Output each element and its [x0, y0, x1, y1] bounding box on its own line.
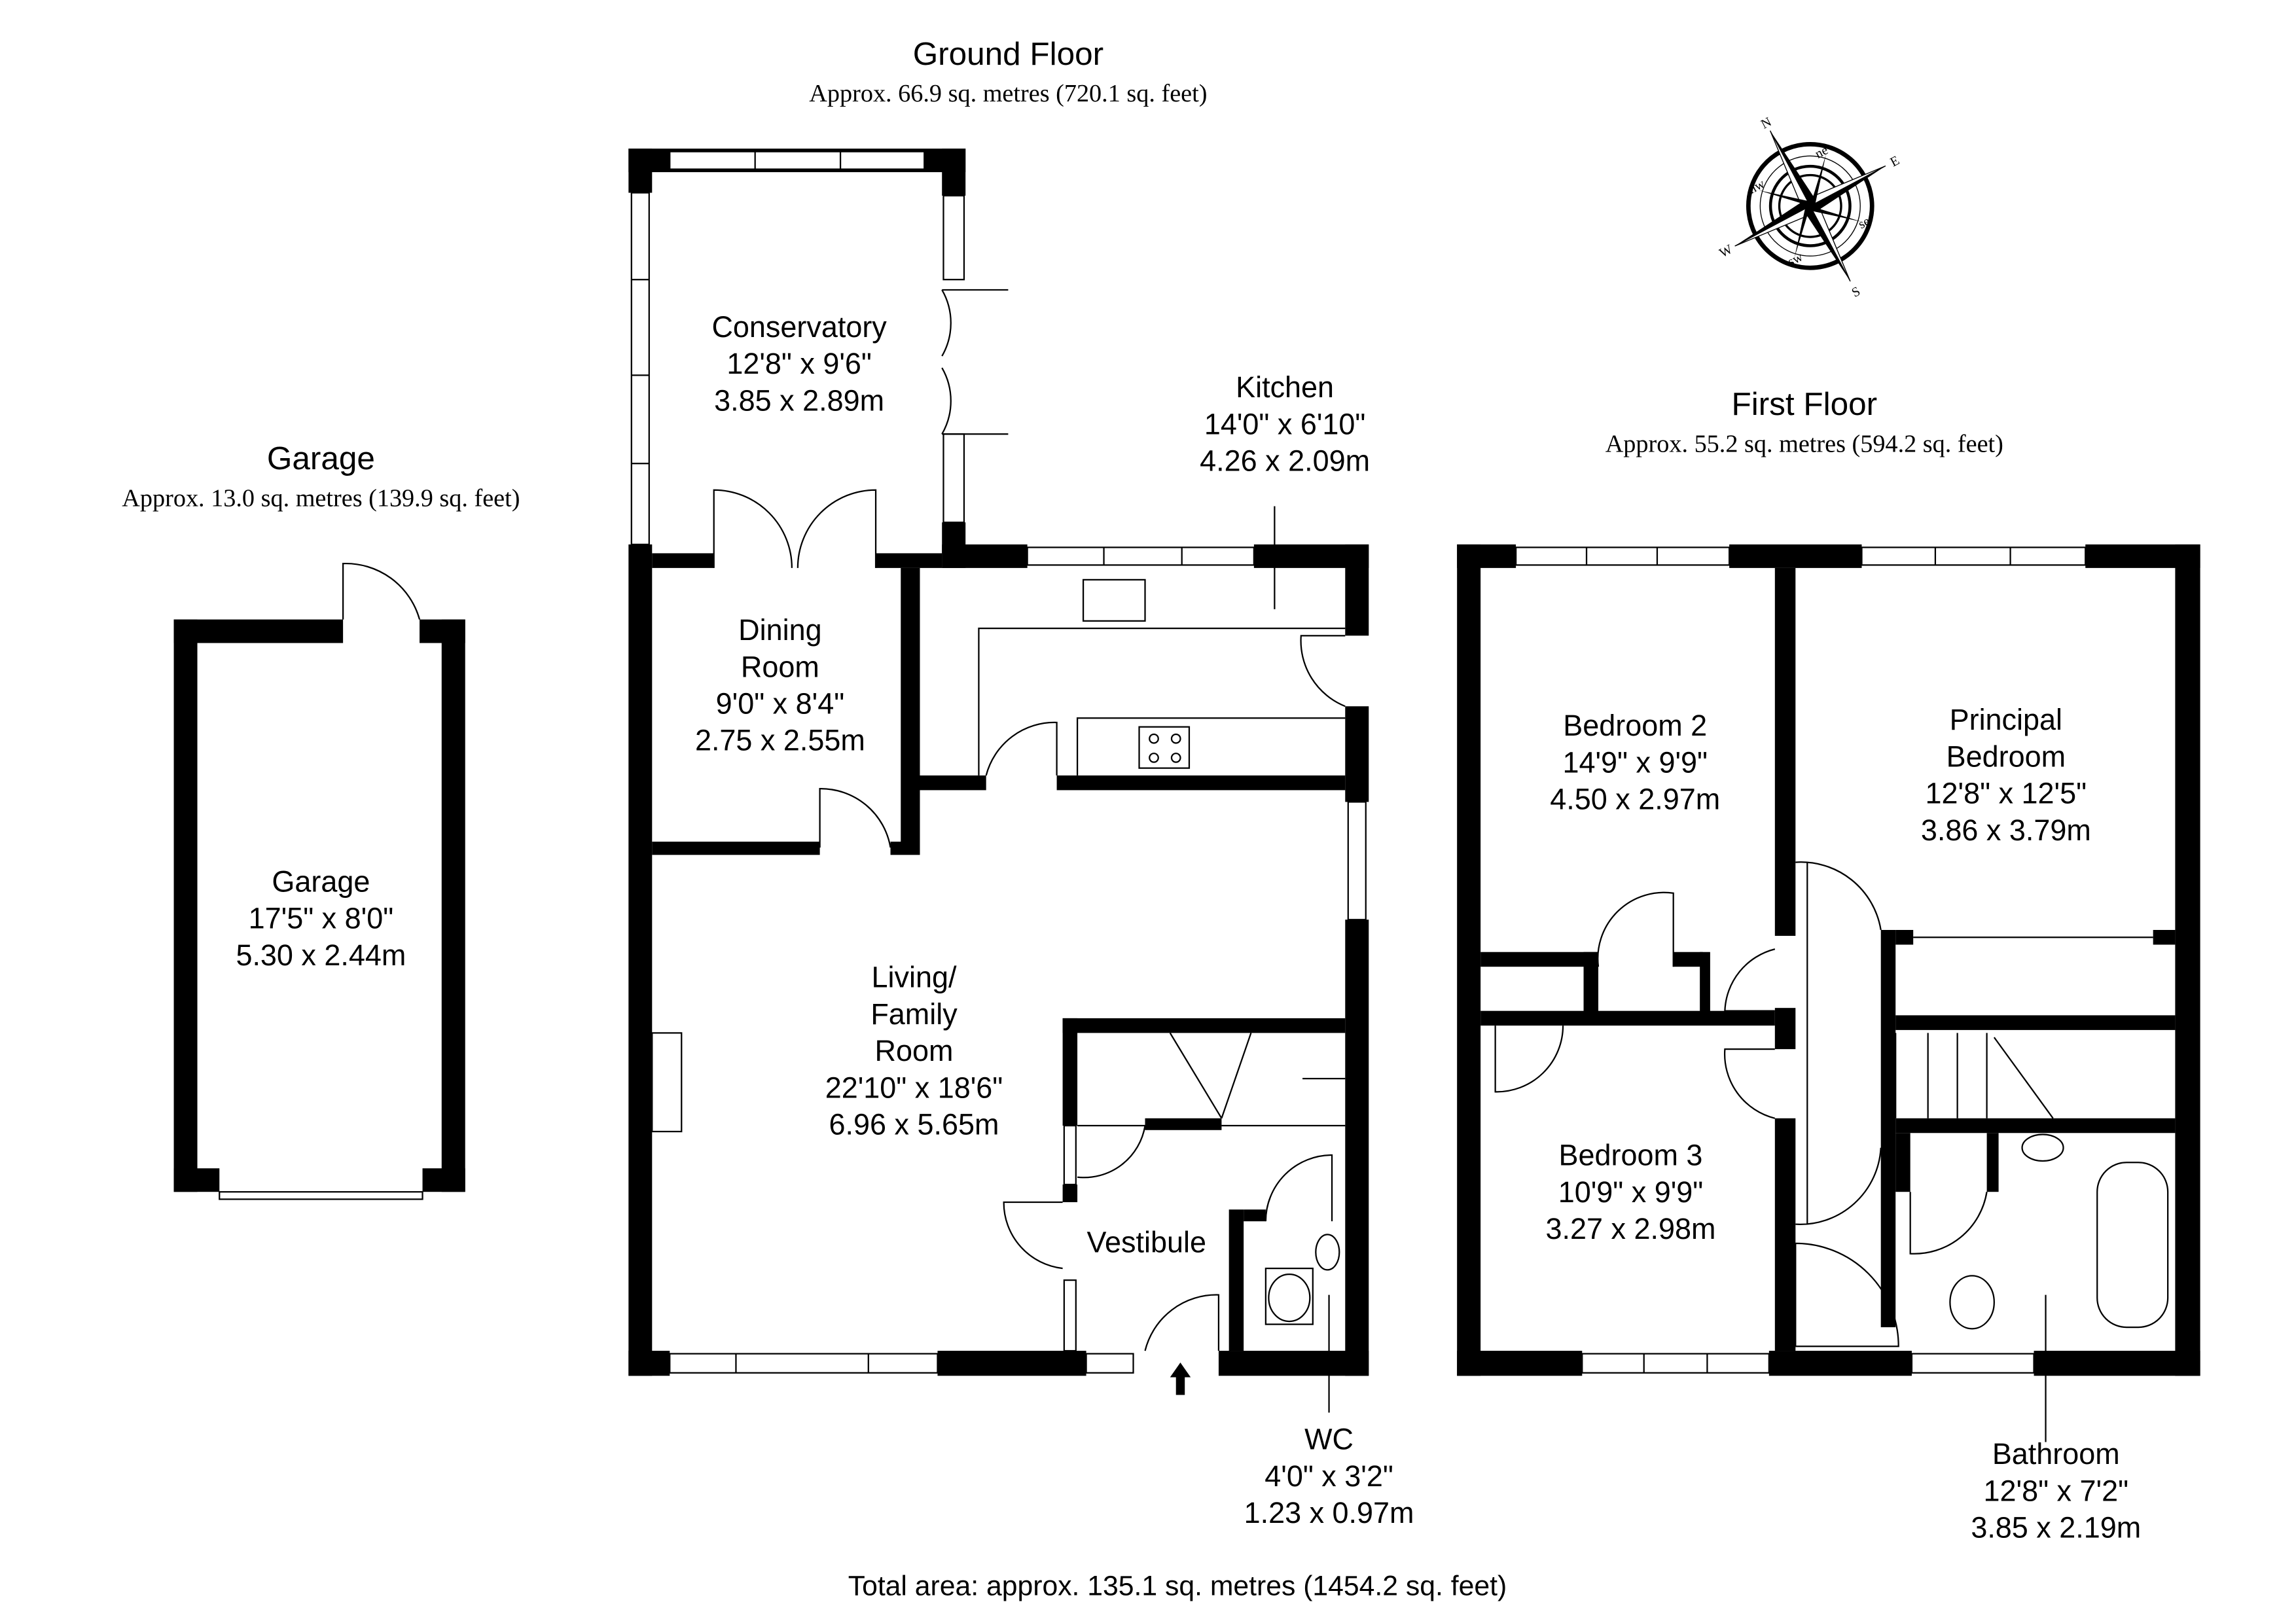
room-imperial: 12'8" x 12'5" [1926, 777, 2087, 810]
room-imperial: 14'9" x 9'9" [1562, 745, 1708, 779]
compass-rose-icon: N E S W ne se sw nw [1717, 115, 1902, 300]
room-name: Living/ [872, 961, 957, 994]
room-imperial: 10'9" x 9'9" [1558, 1175, 1704, 1209]
garage-block-area: Approx. 13.0 sq. metres (139.9 sq. feet) [122, 484, 520, 512]
room-name: Bathroom [1992, 1437, 2120, 1471]
room-name: Bedroom 3 [1559, 1139, 1703, 1172]
room-conservatory: Conservatory 12'8" x 9'6" 3.85 x 2.89m [711, 310, 887, 417]
compass-w: W [1717, 241, 1736, 260]
room-name: Principal [1950, 703, 2062, 736]
compass-s: S [1850, 284, 1863, 300]
room-bedroom-2: Bedroom 2 14'9" x 9'9" 4.50 x 2.97m [1550, 709, 1720, 815]
room-name: Kitchen [1236, 370, 1334, 404]
room-metric: 3.85 x 2.89m [714, 383, 884, 417]
room-imperial: 9'0" x 8'4" [716, 687, 845, 720]
room-metric: 5.30 x 2.44m [236, 938, 406, 972]
total-area: Total area: approx. 135.1 sq. metres (14… [848, 1570, 1507, 1601]
ground-floor-title: Ground Floor [913, 36, 1103, 72]
room-metric: 3.27 x 2.98m [1546, 1212, 1716, 1245]
room-imperial: 14'0" x 6'10" [1204, 407, 1366, 440]
room-wc: WC 4'0" x 3'2" 1.23 x 0.97m [1244, 1423, 1414, 1529]
room-vestibule: Vestibule [1087, 1225, 1206, 1258]
compass-n: N [1759, 115, 1774, 132]
first-floor-area: Approx. 55.2 sq. metres (594.2 sq. feet) [1605, 430, 2003, 457]
room-kitchen: Kitchen 14'0" x 6'10" 4.26 x 2.09m [1200, 370, 1370, 477]
room-metric: 1.23 x 0.97m [1244, 1496, 1414, 1529]
room-imperial: 12'8" x 7'2" [1983, 1474, 2128, 1507]
room-name: Conservatory [711, 310, 887, 344]
room-name: Room [741, 650, 819, 683]
first-floor-plan [1457, 544, 2200, 1442]
room-imperial: 22'10" x 18'6" [825, 1071, 1003, 1104]
room-metric: 2.75 x 2.55m [695, 724, 865, 757]
ground-floor-plan [628, 149, 1369, 1413]
room-name: Family [870, 997, 958, 1031]
room-name: Bedroom 2 [1563, 709, 1707, 742]
room-garage: Garage 17'5" x 8'0" 5.30 x 2.44m [236, 865, 406, 972]
entrance-arrow-icon [1170, 1363, 1191, 1395]
room-metric: 4.50 x 2.97m [1550, 783, 1720, 816]
room-principal-bedroom: Principal Bedroom 12'8" x 12'5" 3.86 x 3… [1921, 703, 2091, 847]
ground-floor-area: Approx. 66.9 sq. metres (720.1 sq. feet) [809, 80, 1207, 107]
room-imperial: 4'0" x 3'2" [1265, 1459, 1393, 1493]
room-name: WC [1304, 1423, 1354, 1456]
room-name: Bedroom [1946, 740, 2066, 773]
room-living: Living/ Family Room 22'10" x 18'6" 6.96 … [825, 961, 1003, 1141]
room-bedroom-3: Bedroom 3 10'9" x 9'9" 3.27 x 2.98m [1546, 1139, 1716, 1245]
room-imperial: 17'5" x 8'0" [249, 902, 394, 935]
room-bathroom: Bathroom 12'8" x 7'2" 3.85 x 2.19m [1971, 1437, 2141, 1544]
garage-plan [173, 563, 465, 1200]
room-metric: 6.96 x 5.65m [829, 1108, 999, 1141]
room-name: Garage [272, 865, 370, 899]
room-metric: 3.85 x 2.19m [1971, 1511, 2141, 1544]
room-name: Room [875, 1034, 954, 1067]
room-metric: 3.86 x 3.79m [1921, 813, 2091, 847]
room-name: Dining [738, 613, 821, 647]
room-imperial: 12'8" x 9'6" [726, 347, 872, 380]
room-dining: Dining Room 9'0" x 8'4" 2.75 x 2.55m [695, 613, 865, 757]
garage-block-title: Garage [267, 440, 375, 476]
room-metric: 4.26 x 2.09m [1200, 444, 1370, 477]
compass-e: E [1888, 153, 1902, 169]
first-floor-title: First Floor [1732, 386, 1878, 422]
